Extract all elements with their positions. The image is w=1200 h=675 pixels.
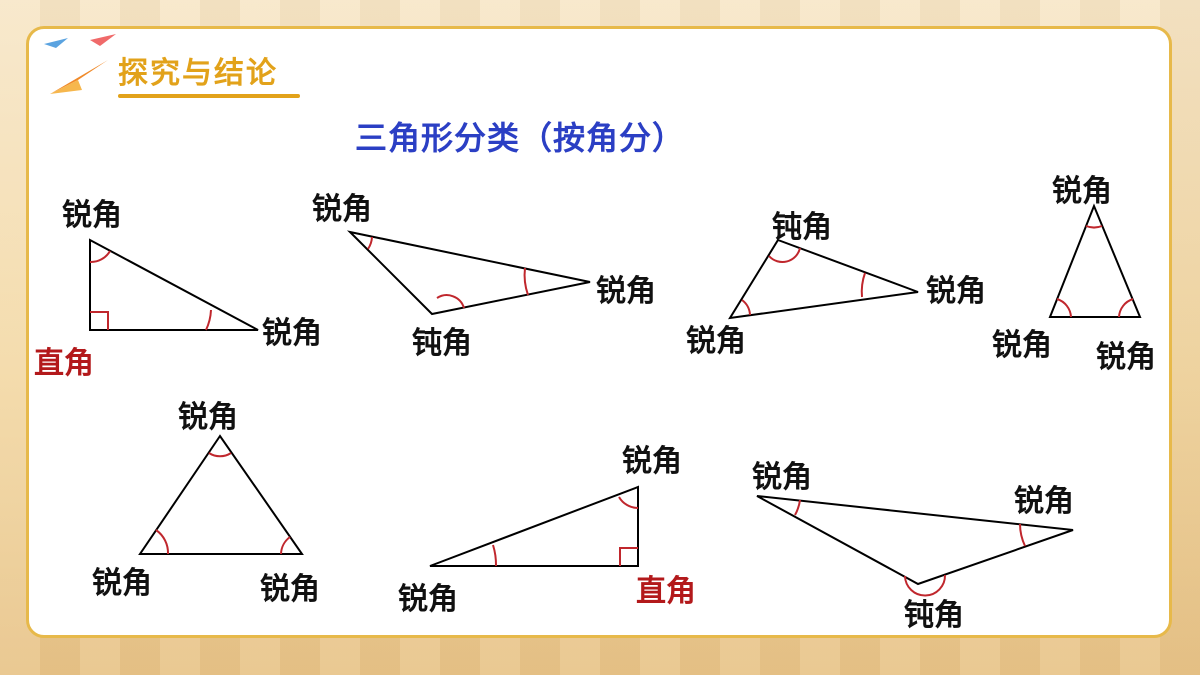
label-acute: 锐角 (1014, 484, 1074, 519)
page-title: 三角形分类（按角分） (355, 119, 686, 157)
label-acute: 锐角 (92, 566, 152, 601)
label-acute: 锐角 (926, 274, 986, 309)
label-obtuse: 钝角 (904, 598, 964, 633)
label-obtuse: 钝角 (772, 210, 832, 245)
section-title: 探究与结论 (118, 56, 278, 91)
label-acute: 锐角 (622, 444, 682, 479)
label-acute: 锐角 (596, 274, 656, 309)
label-acute: 锐角 (312, 192, 372, 227)
triangle-right-1 (89, 238, 259, 331)
triangle-obtuse-1 (346, 230, 591, 316)
section-underline (118, 94, 300, 98)
label-acute: 锐角 (686, 324, 746, 359)
label-acute: 锐角 (992, 328, 1052, 363)
content-card (26, 26, 1172, 638)
label-acute: 锐角 (1052, 174, 1112, 209)
section-header: 探究与结论 (118, 48, 278, 92)
label-acute: 锐角 (262, 316, 322, 351)
triangle-obtuse-3 (756, 495, 1074, 597)
label-acute: 锐角 (1096, 340, 1156, 375)
label-right: 直角 (34, 346, 94, 381)
paper-plane-icon (44, 34, 116, 94)
label-acute: 锐角 (178, 400, 238, 435)
label-right: 直角 (636, 574, 696, 609)
label-obtuse: 钝角 (412, 326, 472, 361)
triangle-acute-2 (138, 434, 304, 555)
triangle-acute-1 (1048, 203, 1142, 318)
label-acute: 锐角 (62, 198, 122, 233)
label-acute: 锐角 (752, 460, 812, 495)
label-acute: 锐角 (260, 572, 320, 607)
triangle-right-2 (429, 485, 639, 567)
triangle-obtuse-2 (728, 238, 919, 320)
label-acute: 锐角 (398, 582, 458, 617)
